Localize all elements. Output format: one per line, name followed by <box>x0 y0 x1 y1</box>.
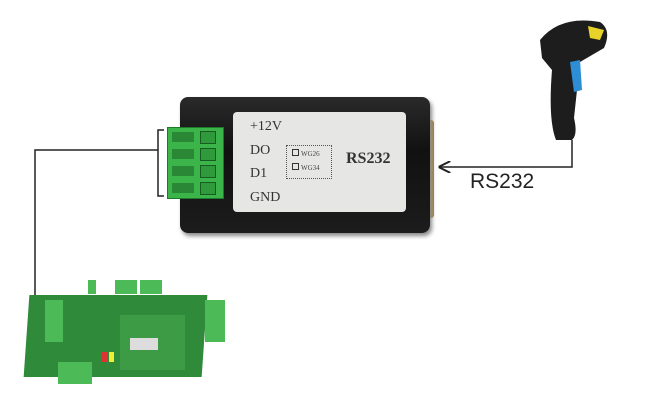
wiegand-line <box>34 149 158 305</box>
option-wg34: WG34 <box>292 163 320 172</box>
checkbox-icon <box>292 163 299 170</box>
connection-label: RS232 <box>470 170 535 193</box>
terminal-block <box>167 127 224 199</box>
converter-label <box>233 112 406 212</box>
option-wg26: WG26 <box>292 149 320 158</box>
interface-label: RS232 <box>346 150 391 167</box>
option-label: WG26 <box>301 150 320 158</box>
pin-gnd: GND <box>250 190 281 205</box>
barcode-scanner-image <box>540 20 608 140</box>
pin-12v: +12V <box>250 119 283 134</box>
access-control-board-image <box>23 280 225 384</box>
format-select-box <box>286 145 332 179</box>
checkbox-icon <box>292 149 299 156</box>
pin-d1: D1 <box>250 166 268 181</box>
option-label: WG34 <box>301 164 320 172</box>
pin-do: DO <box>250 143 271 158</box>
bracket <box>157 129 164 197</box>
rs232-line <box>440 140 573 167</box>
